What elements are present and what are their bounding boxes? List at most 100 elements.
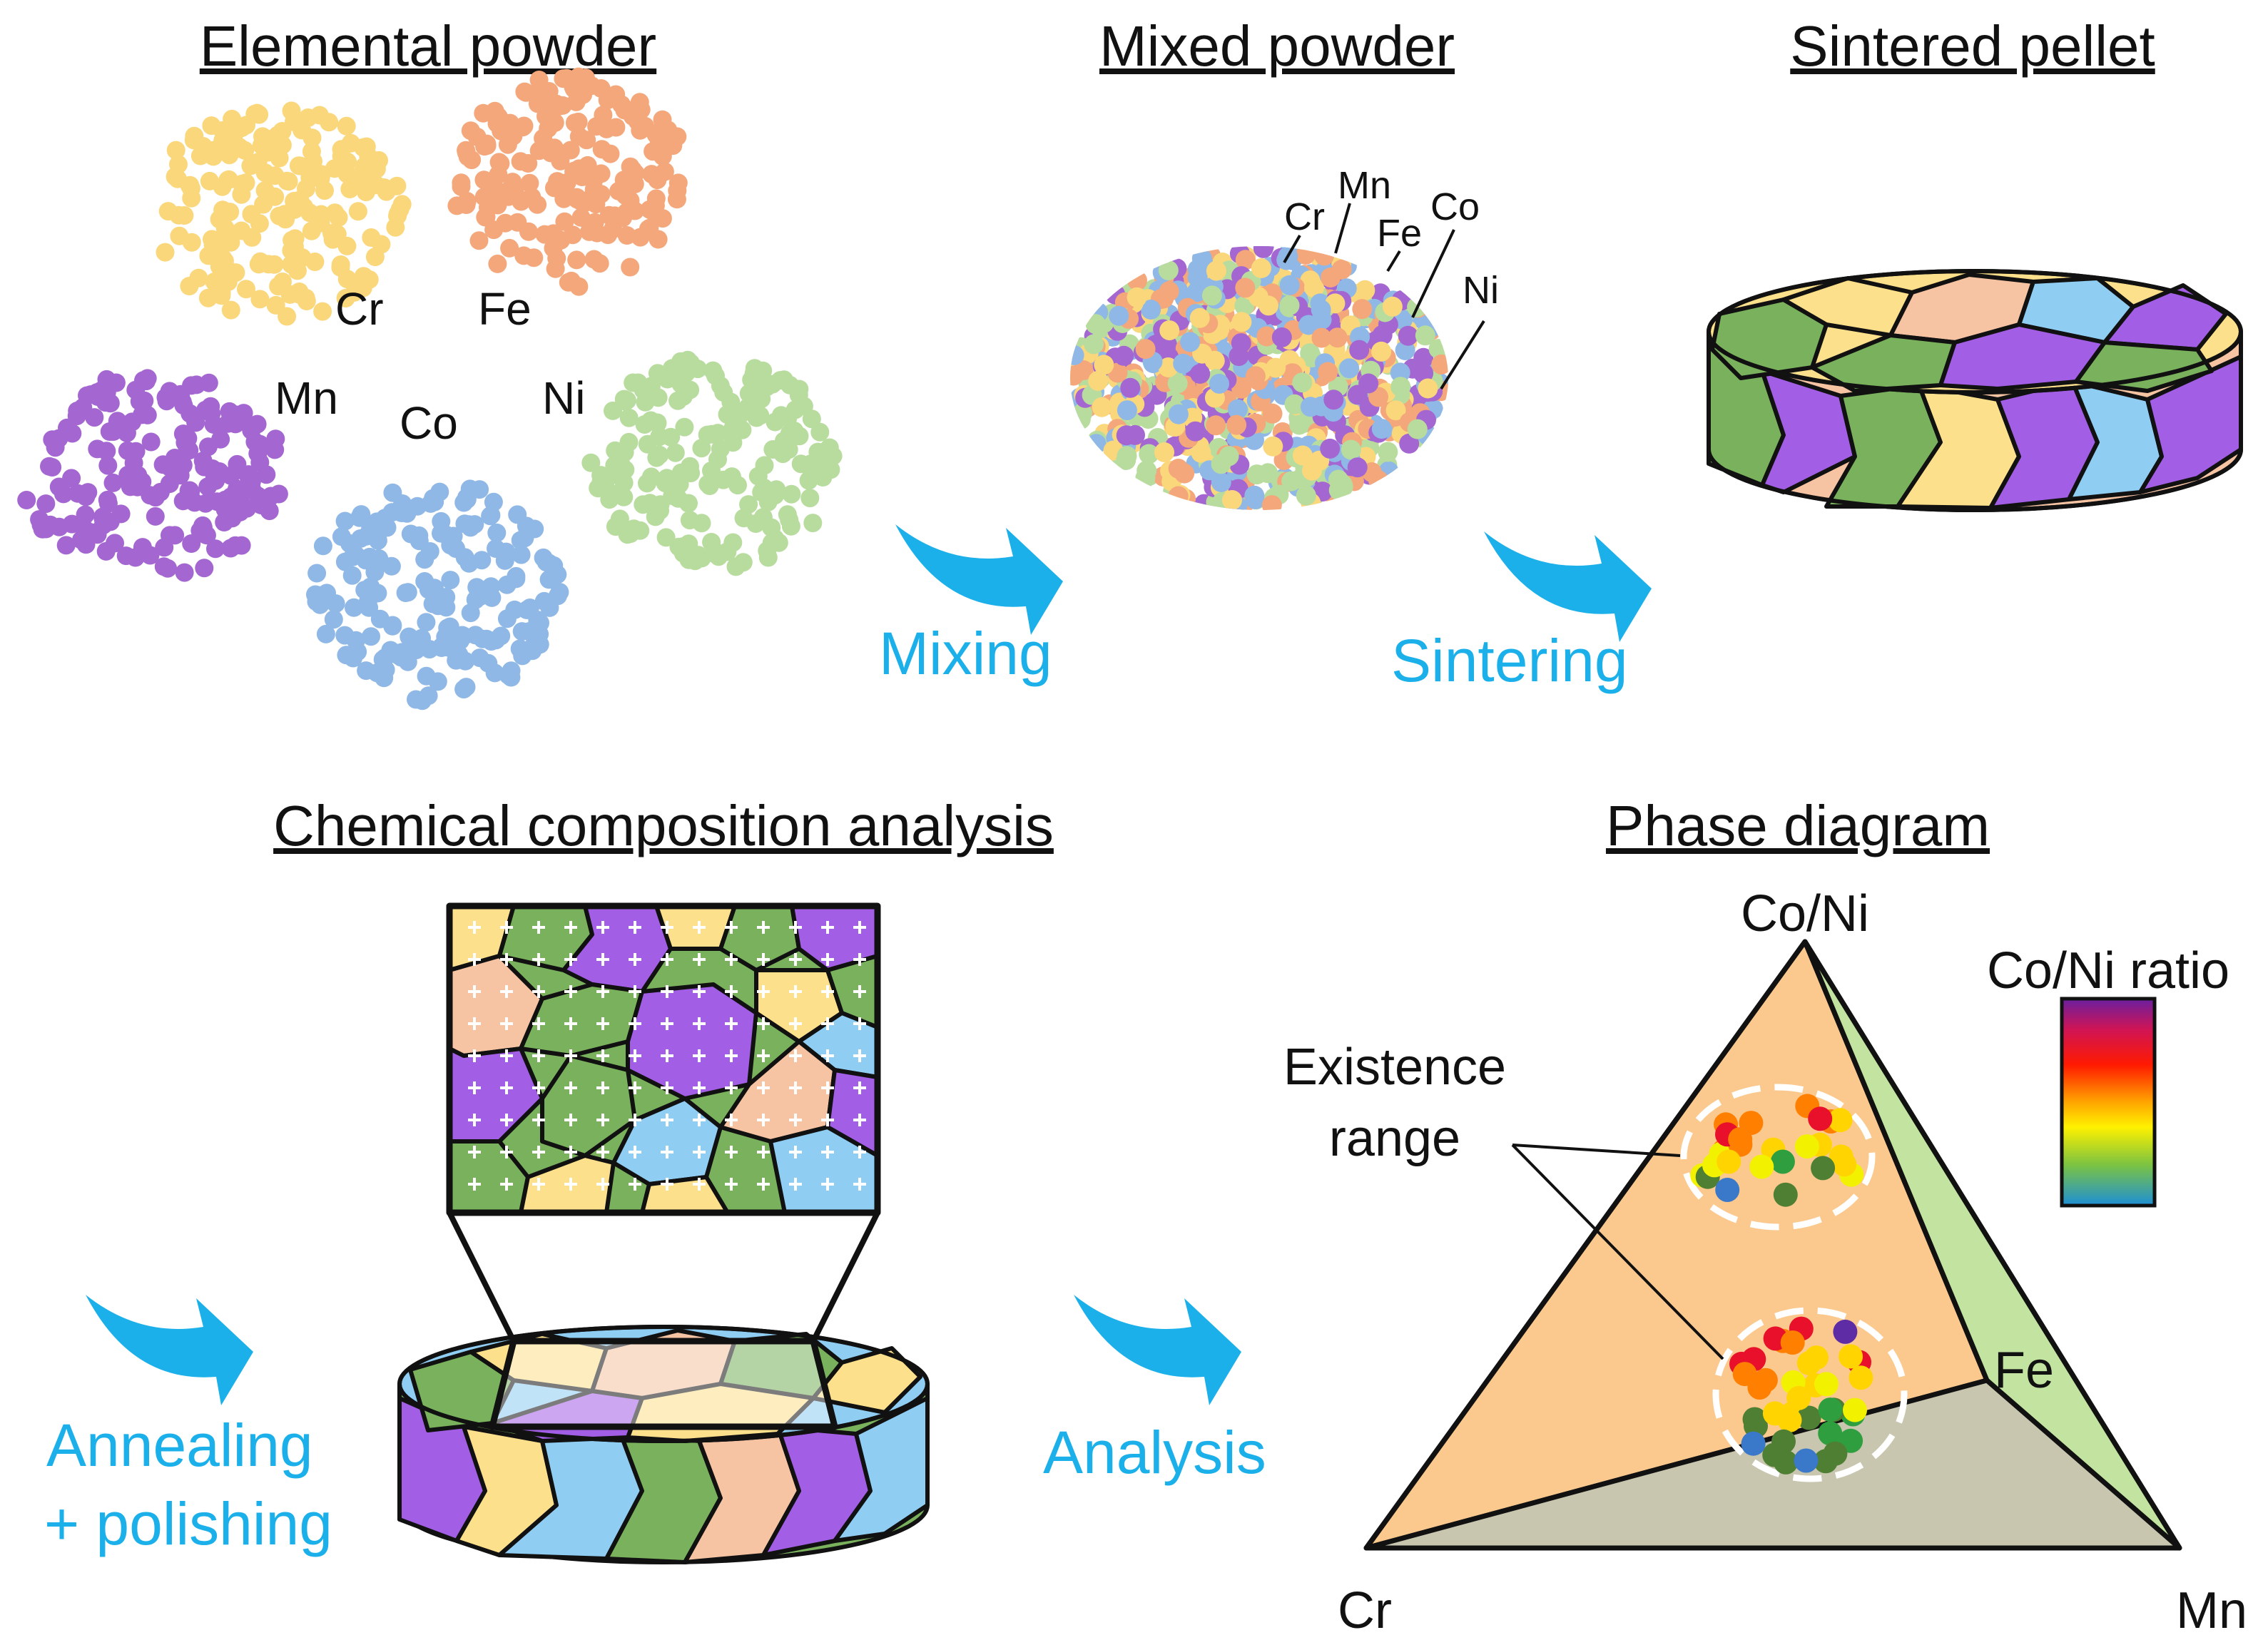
cr-particle <box>275 205 295 224</box>
mn-particle <box>248 434 267 454</box>
co-particle <box>497 609 517 628</box>
mn-particle <box>133 538 152 557</box>
ni-particle <box>802 461 821 480</box>
co-particle <box>396 584 415 602</box>
ni-particle <box>802 409 821 429</box>
mn-particle <box>141 486 160 505</box>
mixed-particle <box>1086 434 1107 454</box>
co-particle <box>487 631 506 650</box>
mixed-particle <box>1314 246 1335 266</box>
ni-particle <box>730 406 749 425</box>
cross-mark <box>853 985 866 998</box>
co-particle <box>345 598 363 617</box>
ni-particle <box>702 533 721 551</box>
fe-particle <box>546 259 565 278</box>
cr-particle <box>332 146 351 165</box>
cross-mark <box>532 1114 545 1126</box>
ni-particle <box>591 466 611 485</box>
mixed-particle <box>1120 377 1141 398</box>
cross-mark <box>757 921 770 934</box>
mn-particle <box>250 453 270 472</box>
ni-particle <box>629 373 648 392</box>
composition-point <box>1808 1106 1833 1131</box>
cr-particle <box>233 117 252 136</box>
title-mixed-powder: Mixed powder <box>1099 14 1455 78</box>
fe-particle <box>541 143 560 163</box>
cross-mark <box>821 921 834 934</box>
cr-particle <box>329 208 348 227</box>
cross-mark <box>500 921 513 934</box>
fe-particle <box>612 95 631 114</box>
cr-particle <box>353 278 372 297</box>
mn-particle <box>126 442 146 461</box>
mn-particle <box>230 408 250 427</box>
fe-particle <box>621 258 640 277</box>
ni-particle <box>755 456 774 475</box>
mn-particle <box>63 424 82 443</box>
cross-mark <box>661 1017 673 1030</box>
cr-particle <box>215 219 235 238</box>
cross-mark <box>821 1081 834 1094</box>
mixed-particle <box>1135 468 1156 488</box>
cr-particle <box>348 202 367 221</box>
ni-particle <box>641 467 661 487</box>
mn-particle <box>103 473 123 492</box>
elemental-powder-clusters <box>17 67 843 711</box>
ni-particle <box>810 422 830 442</box>
fe-particle <box>594 106 613 125</box>
fe-particle <box>565 113 584 133</box>
mixed-particle <box>1180 332 1201 352</box>
cross-mark <box>789 1081 802 1094</box>
ni-particle <box>752 389 771 409</box>
composition-point <box>1818 1397 1843 1422</box>
ni-particle <box>713 470 733 489</box>
co-particle <box>539 554 559 573</box>
mn-particle <box>198 477 218 496</box>
mixed-particle <box>1296 246 1316 265</box>
cr-particle <box>221 233 240 252</box>
cr-particle <box>279 172 298 191</box>
cr-particle <box>295 198 314 216</box>
mixed-particle <box>1413 363 1434 384</box>
fe-particle <box>606 118 626 137</box>
fe-particle <box>630 93 649 112</box>
cr-particle <box>241 156 260 175</box>
composition-point <box>1839 1344 1863 1369</box>
co-particle <box>358 592 377 611</box>
co-particle <box>340 534 359 553</box>
composition-point <box>1773 1182 1798 1207</box>
composition-point <box>1762 1401 1787 1426</box>
cross-mark <box>853 953 866 966</box>
mixed-particle <box>1186 282 1207 302</box>
cross-mark <box>853 1017 866 1030</box>
ni-particle <box>641 411 661 430</box>
title-chemical-analysis: Chemical composition analysis <box>273 794 1054 857</box>
cross-mark <box>564 953 577 966</box>
ni-particle <box>606 441 625 460</box>
existence-range-ellipses <box>1680 1084 1908 1482</box>
mn-particle <box>175 563 194 582</box>
mn-particle <box>223 509 242 528</box>
mixed-particle <box>1271 327 1292 347</box>
co-particle <box>326 594 345 613</box>
ni-particle <box>614 473 634 492</box>
mixed-particle <box>1261 495 1282 510</box>
cross-mark <box>629 1114 641 1126</box>
co-particle <box>316 624 335 643</box>
fe-particle <box>489 153 509 172</box>
mixed-particle <box>1431 354 1448 375</box>
cross-mark <box>789 1146 802 1158</box>
ni-particle <box>650 445 669 464</box>
mn-particle <box>75 519 94 539</box>
mn-particle <box>235 479 254 498</box>
cross-mark <box>821 985 834 998</box>
co-particle <box>482 588 502 607</box>
fe-particle <box>488 254 507 273</box>
mixed-particle <box>1296 485 1316 506</box>
cr-particle <box>336 289 355 307</box>
mixed-leader-lines <box>1283 203 1485 390</box>
cr-particle <box>250 214 269 233</box>
cross-mark <box>629 921 641 934</box>
vertex-fe: Fe <box>1994 1342 2054 1399</box>
mixed-particle <box>1390 362 1410 383</box>
